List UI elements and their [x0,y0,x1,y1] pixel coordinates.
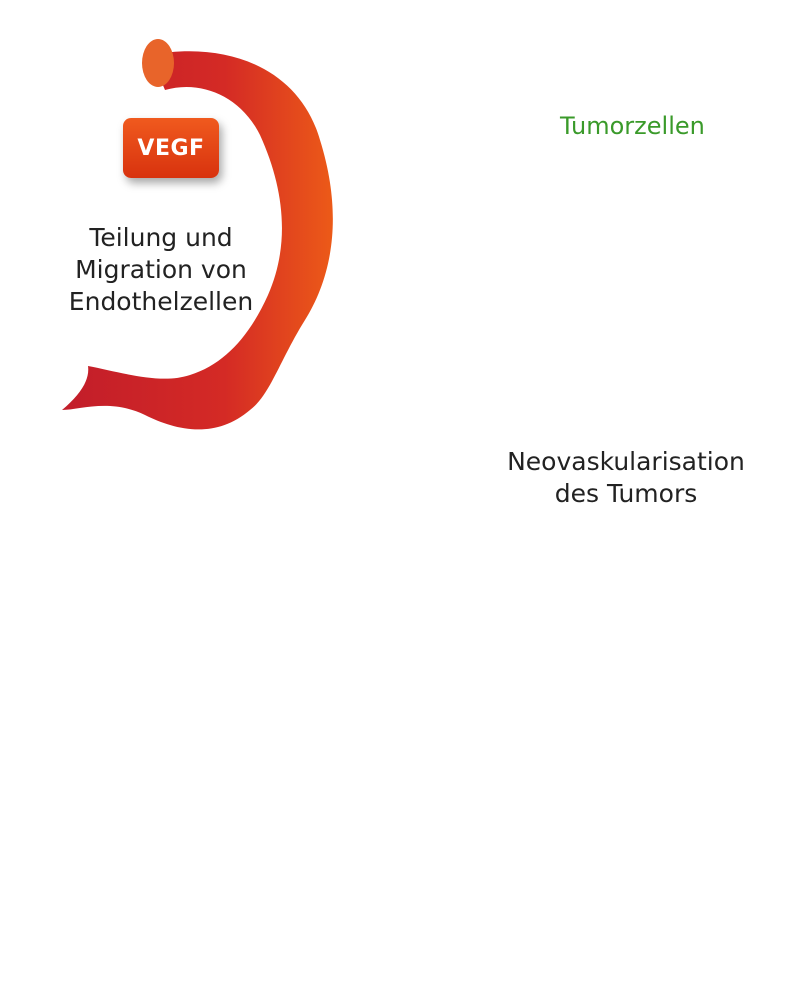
neovasc-label-line: Neovaskularisation [507,447,745,476]
migration-label-line: Migration von [75,255,247,284]
neovasc-label-line: des Tumors [554,479,698,508]
migration-label-line: Teilung und [89,223,233,252]
top-vessel-opening [142,39,174,87]
migration-label: Teilung und Migration von Endothelzellen [52,222,270,318]
migration-label-line: Endothelzellen [68,287,254,316]
neovascularization-label: Neovaskularisation des Tumors [490,446,762,510]
vegf-label: VEGF [137,135,205,161]
tumor-cells-label: Tumorzellen [560,112,705,140]
top-blood-vessel [62,39,333,430]
vegf-badge: VEGF [123,118,219,178]
